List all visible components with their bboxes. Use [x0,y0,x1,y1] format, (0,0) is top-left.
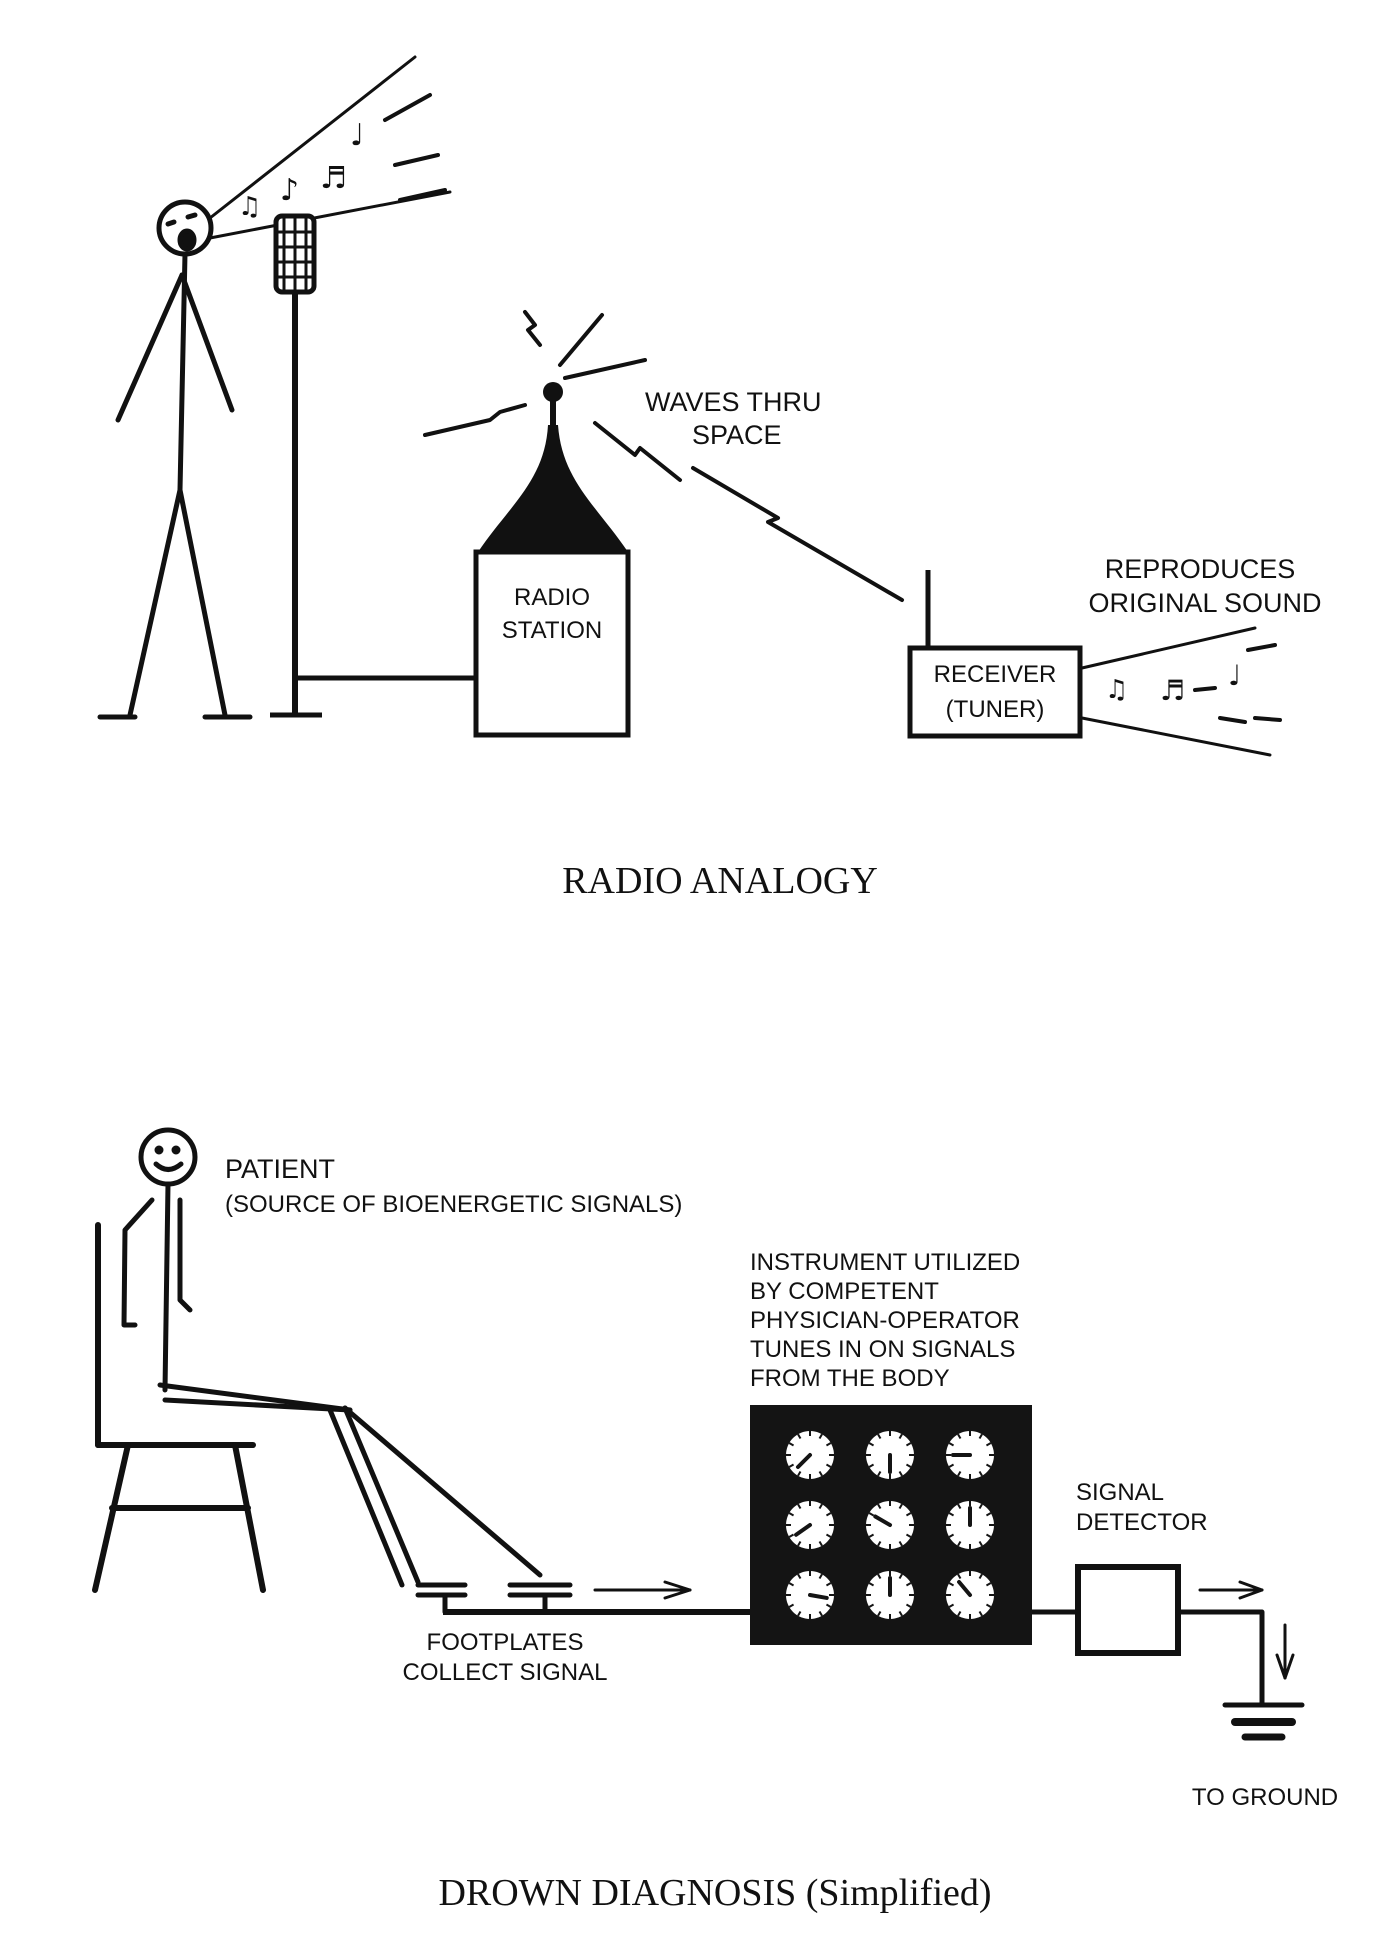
ground-wire [1175,1609,1265,1708]
dial-icon [866,1571,914,1619]
dial-icon [866,1501,914,1549]
detector-label-2: DETECTOR [1076,1509,1208,1536]
speaker-sound-lines [1080,626,1282,757]
radio-station-box [473,549,631,738]
ground-symbol-icon [1222,1702,1305,1741]
chair [92,1222,266,1593]
output-music-notes-icon: ♫ ♬ ♩ [1105,659,1241,707]
microphone-icon [270,213,322,718]
instrument-caption: INSTRUMENT UTILIZED BY COMPETENT PHYSICI… [750,1249,1020,1392]
reproduces-label-2: ORIGINAL SOUND [1088,588,1321,618]
dial-icon [786,1431,834,1479]
waves-label-1: WAVES THRU [645,387,822,417]
footplates-label-1: FOOTPLATES [427,1629,584,1656]
patient-label: PATIENT [225,1154,335,1184]
svg-text:♩: ♩ [350,118,364,153]
instrument-panel [750,1405,1032,1645]
signal-arrow-icon [593,1580,692,1600]
down-arrow-icon [1275,1623,1295,1680]
svg-text:♪: ♪ [280,173,299,208]
antenna-tower [478,382,628,552]
receiver-box [907,645,1083,739]
footplates [415,1582,573,1615]
instrument-label-4: TUNES IN ON SIGNALS [750,1336,1015,1363]
dial-icon [866,1431,914,1479]
singer-figure [97,199,253,720]
instrument-dials [786,1431,994,1619]
output-arrow-icon [1198,1580,1264,1600]
drown-diagnosis-title: DROWN DIAGNOSIS (Simplified) [438,1872,991,1914]
signal-detector-box [1075,1564,1181,1656]
svg-text:♬: ♬ [320,161,347,196]
svg-text:♫: ♫ [1105,675,1128,705]
broadcast-rays [423,310,682,482]
receiver-label-1: RECEIVER [934,661,1057,688]
dial-icon [786,1571,834,1619]
instrument-label-3: PHYSICIAN-OPERATOR [750,1307,1020,1334]
sound-cone [208,55,452,240]
wave-lightning [691,466,904,602]
waves-label-2: SPACE [692,420,782,450]
instrument-label-5: FROM THE BODY [750,1365,950,1392]
radio-analogy-title: RADIO ANALOGY [562,860,878,902]
music-notes-icon: ♫ ♪ ♬ ♩ [238,118,364,222]
dial-icon [786,1501,834,1549]
footplates-label-2: COLLECT SIGNAL [403,1659,608,1686]
patient-sublabel: (SOURCE OF BIOENERGETIC SIGNALS) [225,1191,682,1218]
receiver-label-2: (TUNER) [946,696,1045,723]
radio-station-label-2: STATION [502,617,602,644]
reproduces-label-1: REPRODUCES [1105,554,1296,584]
svg-text:♩: ♩ [1228,659,1241,692]
detector-label-1: SIGNAL [1076,1479,1164,1506]
dial-icon [946,1501,994,1549]
svg-text:♫: ♫ [238,192,261,222]
instrument-label-2: BY COMPETENT [750,1278,939,1305]
dial-icon [946,1571,994,1619]
dial-icon [946,1431,994,1479]
svg-text:♬: ♬ [1160,674,1185,707]
ground-label: TO GROUND [1192,1784,1338,1811]
patient-figure [121,1127,543,1588]
instrument-label-1: INSTRUMENT UTILIZED [750,1249,1020,1276]
radio-station-label-1: RADIO [514,584,590,611]
